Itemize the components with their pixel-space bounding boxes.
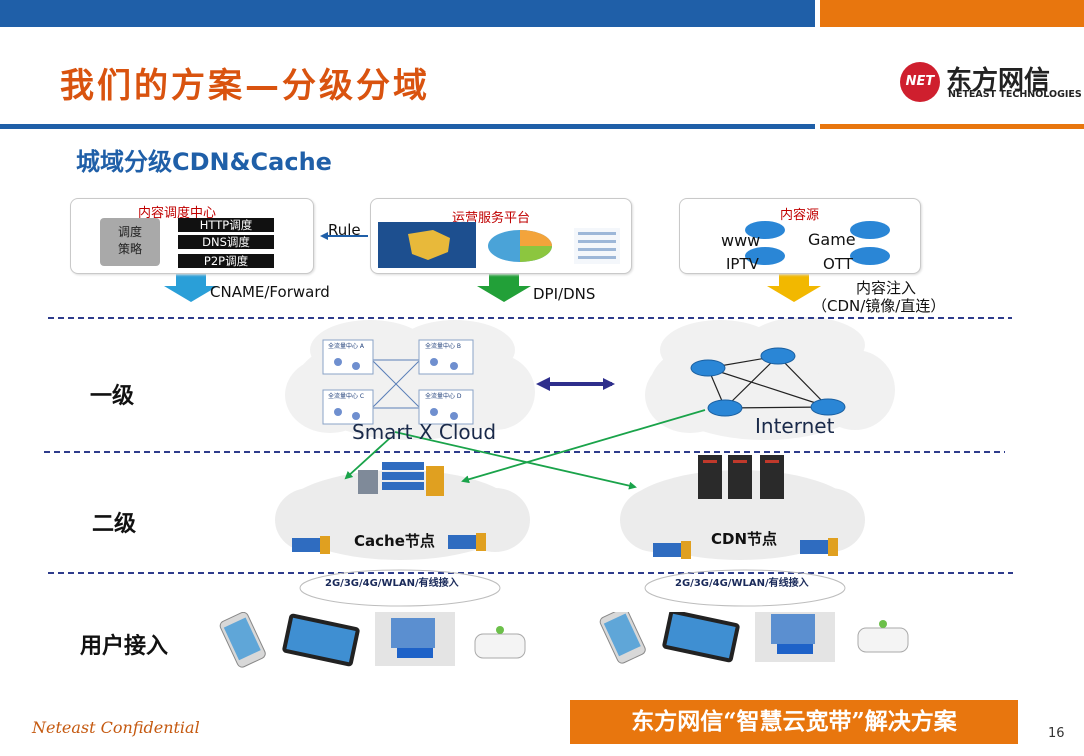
slide-title: 我们的方案—分级分域 [60, 66, 430, 106]
cname-forward-label: CNAME/Forward [210, 283, 330, 301]
scheduling-strategy-box: 调度 策略 [100, 218, 160, 266]
user-devices [219, 612, 909, 668]
tablet-icon [662, 612, 740, 663]
link-smart-to-cache [344, 437, 391, 480]
access-cloud-left [299, 569, 501, 607]
smart-cloud-node-icons [334, 358, 458, 420]
logo-text-en: NETEAST TECHNOLOGIES [948, 89, 1082, 100]
router-device-icon [474, 626, 526, 659]
link-internet-to-cache [461, 409, 706, 484]
dpi-dns-label: DPI/DNS [533, 285, 596, 303]
smart-node-b: 全流量中心 B [425, 343, 462, 350]
internet-label: Internet [755, 414, 835, 438]
phone-icon [599, 612, 646, 664]
access-label-right: 2G/3G/4G/WLAN/有线接入 [675, 578, 809, 589]
tier-user-access: 用户接入 [80, 634, 169, 659]
header-rule-blue [0, 124, 815, 129]
source-www: www [721, 231, 761, 250]
smart-cloud-topology [371, 359, 421, 409]
laptop-icon [755, 612, 835, 662]
dns-scheduling-pill: DNS调度 [178, 235, 274, 249]
cache-node-label: Cache节点 [354, 532, 435, 550]
operations-dashboard-thumbnail [378, 222, 620, 268]
tier-level-1: 一级 [90, 384, 135, 409]
phone-icon [219, 612, 266, 668]
logo-text-cn: 东方网信 [946, 66, 1051, 96]
header-rule-orange [820, 124, 1084, 129]
tablet-icon [282, 613, 360, 667]
internet-routers [690, 347, 846, 417]
link-smart-to-cdn [394, 431, 637, 490]
smart-node-c: 全流量中心 C [328, 393, 365, 400]
section-subtitle: 城域分级CDN&Cache [76, 148, 332, 176]
access-label-left: 2G/3G/4G/WLAN/有线接入 [325, 578, 459, 589]
smart-node-d: 全流量中心 D [425, 393, 462, 400]
laptop-icon [375, 612, 455, 666]
cdn-node-label: CDN节点 [711, 530, 778, 548]
http-scheduling-pill: HTTP调度 [178, 218, 274, 232]
dpi-down-arrow [477, 274, 531, 302]
source-iptv: IPTV [726, 255, 759, 273]
p2p-scheduling-pill: P2P调度 [178, 254, 274, 268]
tier-level-2: 二级 [92, 512, 137, 537]
content-source-routers [745, 221, 890, 265]
content-injection-label: 内容注入 [856, 279, 917, 297]
scheduling-strategy-label: 调度 策略 [117, 225, 142, 256]
smart-node-a: 全流量中心 A [328, 343, 365, 350]
access-cloud-right [644, 569, 846, 607]
solution-banner: 东方网信“智慧云宽带”解决方案 [570, 700, 1018, 744]
logo-mark: NET [900, 62, 940, 102]
inject-down-arrow [767, 274, 821, 302]
page-number: 16 [1048, 726, 1065, 741]
source-ott: OTT [823, 255, 853, 273]
cname-down-arrow [164, 274, 218, 302]
company-logo: NET 东方网信 NETEAST TECHNOLOGIES [900, 62, 1082, 102]
smart-cloud-node-boxes [322, 339, 474, 425]
content-injection-modes: （CDN/镜像/直连） [812, 297, 946, 315]
cdn-cloud-shape [620, 470, 865, 560]
top-bar-orange [820, 0, 1084, 27]
router-device-icon [857, 620, 909, 653]
smart-x-cloud-label: Smart X Cloud [352, 420, 497, 444]
cache-server-stack [358, 462, 444, 496]
confidential-label: Neteast Confidential [32, 718, 200, 737]
top-bar-blue [0, 0, 815, 27]
small-server-icons [292, 535, 828, 557]
scheduling-center-title: 内容调度中心 [138, 206, 217, 221]
rule-label: Rule [328, 221, 361, 239]
content-source-title: 内容源 [780, 208, 820, 223]
source-game: Game [808, 230, 856, 249]
